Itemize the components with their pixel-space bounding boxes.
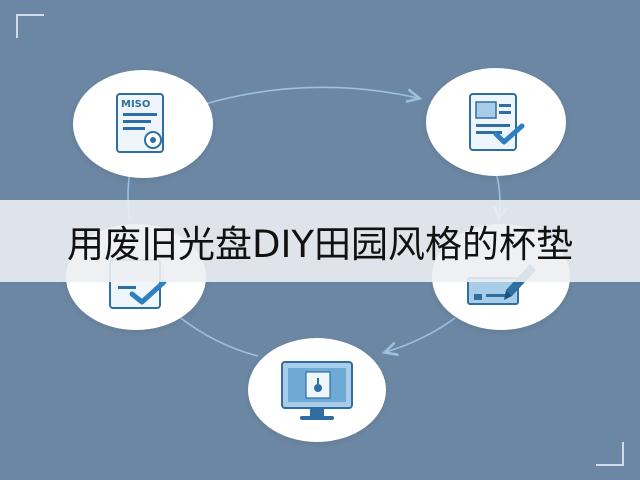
node-top-right [426,68,566,176]
document-check-icon [469,93,525,151]
document-seal-icon: MISO [116,93,164,153]
banner-title: 用废旧光盘DIY田园风格的杯垫 [66,223,573,266]
corner-bracket-bottom-right [596,442,624,466]
corner-bracket-top-left [16,14,44,38]
title-banner: 用废旧光盘DIY田园风格的杯垫 [0,200,640,282]
arrow-lower-right [386,317,456,352]
arrow-lower-left [177,315,259,357]
node-bottom [248,338,386,442]
monitor-document-icon [281,361,353,420]
arrow-top [204,86,418,105]
svg-text:MISO: MISO [121,99,150,110]
node-top-left: MISO [73,70,213,178]
